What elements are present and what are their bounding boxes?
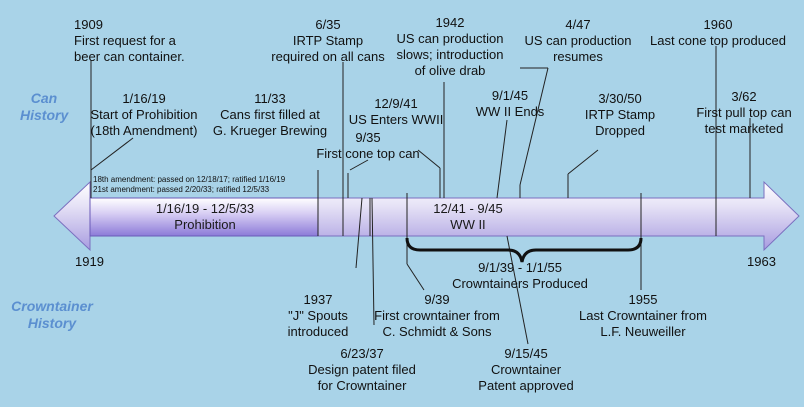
event-text: US Enters WWII [348,112,444,127]
event-text: Cans first filled at [220,107,320,122]
event-text: IRTP Stamp [292,33,364,48]
event-text: beer can container. [74,49,185,64]
can-history-label: Can History [20,90,68,124]
event-text: US can production [396,31,504,46]
event-date: 9/39 [424,292,450,307]
event-text: IRTP Stamp [584,107,656,122]
crowntainer-event-1955: 1955 Last Crowntainer from L.F. Neuweill… [568,292,718,340]
span-dates: 9/1/39 - 1/1/55 [478,260,562,275]
can-event-1919: 1/16/19 Start of Prohibition (18th Amend… [84,91,204,139]
can-event-1241: 12/9/41 US Enters WWII [344,96,448,128]
can-event-1960: 1960 Last cone top produced [638,17,798,49]
event-text: Patent approved [478,378,574,393]
can-event-935: 9/35 First cone top can [308,130,428,162]
can-history-line1: Can [30,90,58,106]
event-text: introduced [287,324,349,339]
event-date: 9/1/45 [491,88,529,103]
amendment-note: 18th amendment: passed on 12/18/17; rati… [93,175,285,195]
prohibition-span [89,197,319,237]
crowntainer-event-62337: 6/23/37 Design patent filed for Crowntai… [302,346,422,394]
crowntainer-history-line1: Crowntainer [11,298,93,314]
event-date: 1909 [74,17,103,32]
can-event-447: 4/47 US can production resumes [516,17,640,65]
can-event-945: 9/1/45 WW II Ends [470,88,550,120]
can-event-1133: 11/33 Cans first filled at G. Krueger Br… [205,91,335,139]
event-text: of olive drab [414,63,486,78]
amendment-21: 21st amendment: passed 2/20/33; ratified… [93,185,270,194]
can-event-362: 3/62 First pull top can test marketed [686,89,802,137]
crowntainer-brace [405,237,643,263]
event-text: Dropped [595,123,645,138]
crowntainer-history-label: Crowntainer History [2,298,102,332]
crowntainer-history-line2: History [27,315,77,331]
event-date: 9/35 [355,130,381,145]
prohibition-title: Prohibition [174,217,236,232]
event-date: 1937 [303,292,333,307]
event-text: for Crowntainer [317,378,407,393]
event-date: 11/33 [254,91,286,106]
event-date: 1960 [703,17,733,32]
start-year: 1919 [75,254,104,269]
event-text: resumes [553,49,603,64]
event-date: 4/47 [565,17,591,32]
event-date: 1955 [628,292,658,307]
event-text: First cone top can [316,146,420,161]
amendment-18: 18th amendment: passed on 12/18/17; rati… [93,175,286,184]
event-text: required on all cans [271,49,385,64]
event-date: 9/15/45 [504,346,548,361]
can-event-350: 3/30/50 IRTP Stamp Dropped [570,91,670,139]
event-text: WW II Ends [475,104,545,119]
can-event-1909: 1909 First request for a beer can contai… [74,17,185,65]
event-date: 6/23/37 [340,346,384,361]
event-text: C. Schmidt & Sons [382,324,492,339]
crowntainer-event-91545: 9/15/45 Crowntainer Patent approved [466,346,586,394]
event-text: First pull top can [696,105,792,120]
event-text: Last Crowntainer from [579,308,707,323]
event-date: 6/35 [315,17,341,32]
event-text: G. Krueger Brewing [212,123,328,138]
event-date: 3/30/50 [598,91,642,106]
event-date: 1942 [435,15,465,30]
event-text: test marketed [704,121,784,136]
crowntainer-span-label: 9/1/39 - 1/1/55 Crowntainers Produced [440,260,600,292]
event-text: Design patent filed [308,362,416,377]
event-date: 1/16/19 [122,91,166,106]
event-date: 3/62 [731,89,757,104]
event-text: L.F. Neuweiller [600,324,686,339]
span-text: Crowntainers Produced [452,276,588,291]
can-event-1942: 1942 US can production slows; introducti… [392,15,508,79]
prohibition-dates: 1/16/19 - 12/5/33 [155,201,255,216]
event-date: 12/9/41 [374,96,418,111]
event-text: Start of Prohibition [90,107,198,122]
can-history-line2: History [20,107,69,123]
crowntainer-event-1937: 1937 "J" Spouts introduced [268,292,368,340]
event-text: First request for a [74,33,176,48]
can-event-635: 6/35 IRTP Stamp required on all cans [258,17,398,65]
event-text: (18th Amendment) [90,123,198,138]
crowntainer-event-939: 9/39 First crowntainer from C. Schmidt &… [367,292,507,340]
prohibition-bar-label: 1/16/19 - 12/5/33 Prohibition [130,201,280,233]
end-year: 1963 [747,254,776,269]
event-text: slows; introduction [396,47,504,62]
ww2-bar-label: 12/41 - 9/45 WW II [418,201,518,233]
event-text: Last cone top produced [650,33,786,48]
event-text: "J" Spouts [288,308,348,323]
ww2-dates: 12/41 - 9/45 [433,201,503,216]
event-text: US can production [524,33,632,48]
event-text: Crowntainer [490,362,562,377]
ww2-title: WW II [450,217,486,232]
event-text: First crowntainer from [374,308,500,323]
